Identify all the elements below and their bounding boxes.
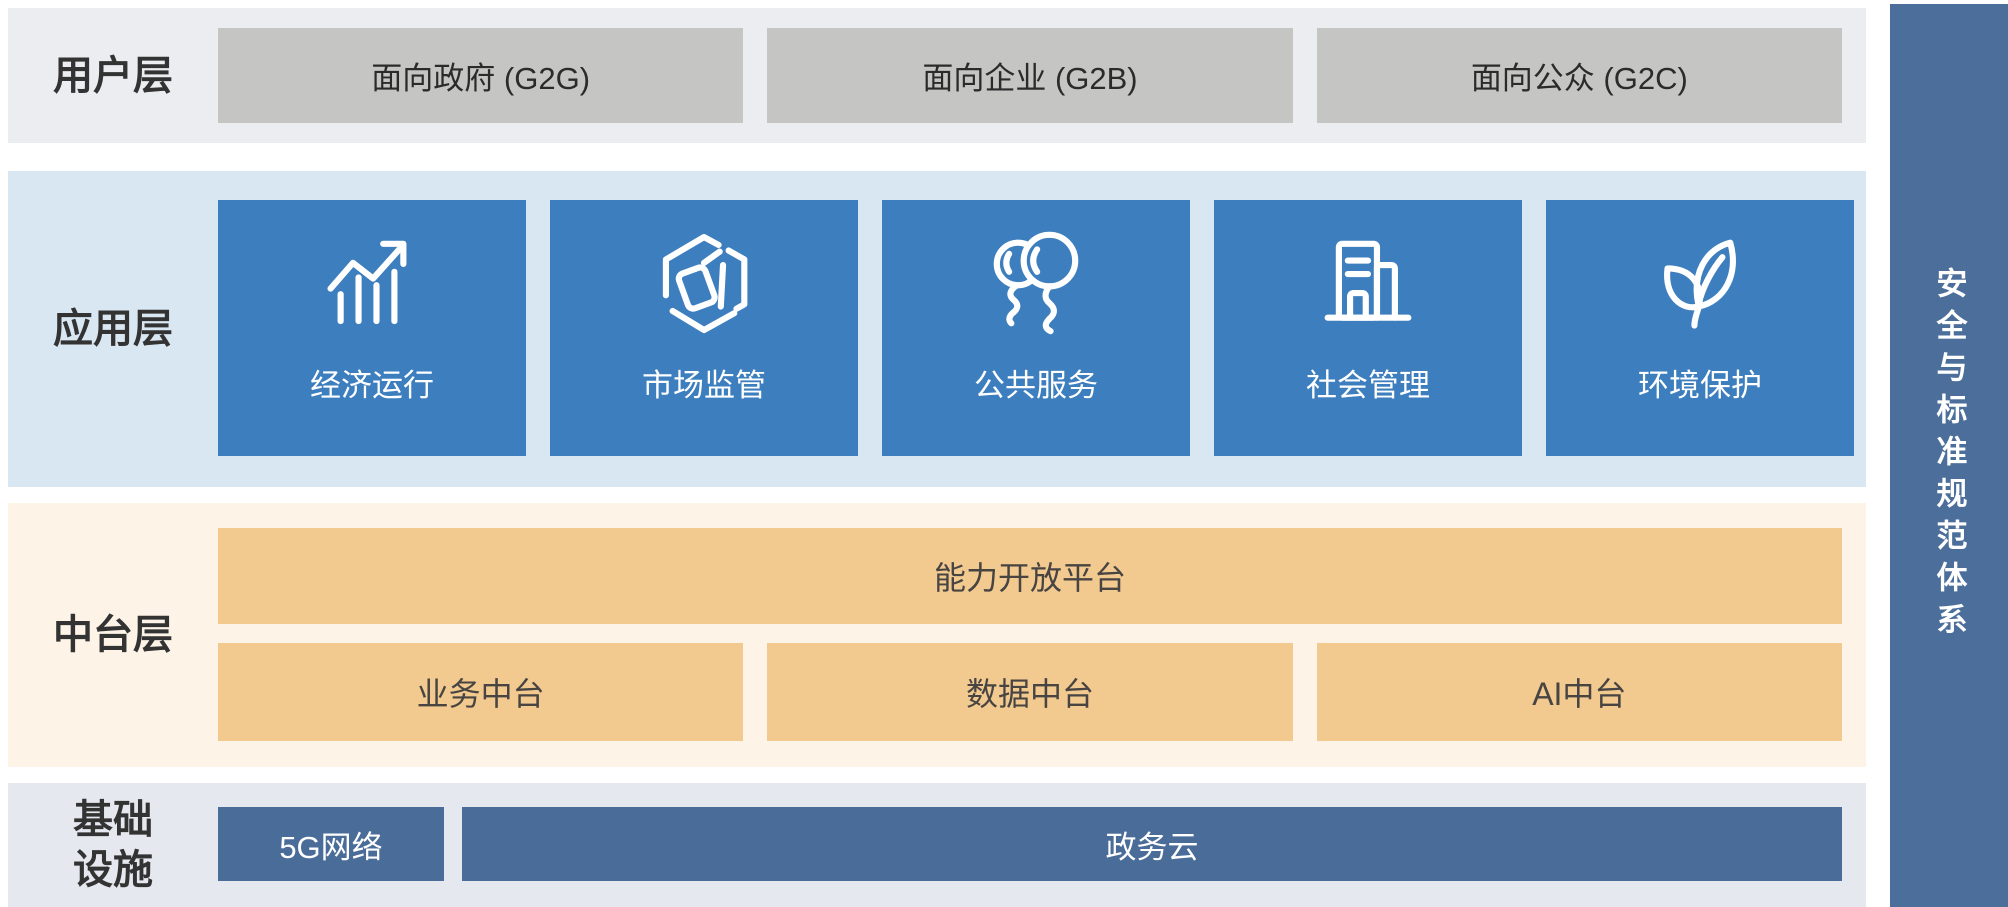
user-layer-label: 用户层	[53, 53, 173, 98]
capability-platform-box: 能力开放平台	[218, 528, 1842, 624]
fiveg-network-box: 5G网络	[218, 807, 444, 881]
infrastructure-layer-band: 基础设施 5G网络 政务云	[8, 783, 1866, 907]
app-card-public-service: 公共服务	[882, 200, 1190, 456]
security-standards-label: 安全与标准规范体系	[1931, 266, 1967, 645]
ai-middle-box: AI中台	[1316, 643, 1842, 741]
app-card-market: 市场监管	[550, 200, 858, 456]
infrastructure-boxes: 5G网络 政务云	[218, 783, 1866, 907]
platform-boxes: 能力开放平台 业务中台 数据中台 AI中台	[218, 503, 1866, 767]
app-card-environment: 环境保护	[1546, 200, 1854, 456]
app-card-label: 经济运行	[310, 368, 434, 403]
user-layer-boxes: 面向政府 (G2G) 面向企业 (G2B) 面向公众 (G2C)	[218, 8, 1866, 143]
user-box-g2c: 面向公众 (G2C)	[1316, 28, 1842, 123]
platform-layer-band: 中台层 能力开放平台 业务中台 数据中台 AI中台	[8, 503, 1866, 767]
data-middle-box: 数据中台	[767, 643, 1293, 741]
app-card-social: 社会管理	[1214, 200, 1522, 456]
app-card-label: 环境保护	[1638, 368, 1762, 403]
leaves-icon	[1644, 224, 1756, 342]
cube-hexagon-icon	[648, 224, 760, 342]
user-box-g2g: 面向政府 (G2G)	[218, 28, 744, 123]
platform-layer-label: 中台层	[53, 613, 173, 657]
app-card-label: 社会管理	[1306, 368, 1430, 403]
user-layer-band: 用户层 面向政府 (G2G) 面向企业 (G2B) 面向公众 (G2C)	[8, 8, 1866, 143]
user-box-g2b: 面向企业 (G2B)	[767, 28, 1293, 123]
application-cards: 经济运行 市场监管	[218, 171, 1866, 487]
security-standards-bar: 安全与标准规范体系	[1890, 4, 2008, 907]
app-card-label: 市场监管	[642, 368, 766, 403]
trend-chart-icon	[316, 224, 428, 342]
application-layer-label: 应用层	[53, 307, 173, 351]
balloons-icon	[980, 224, 1092, 342]
app-card-label: 公共服务	[974, 368, 1098, 403]
business-middle-box: 业务中台	[218, 643, 744, 741]
gov-cloud-box: 政务云	[462, 807, 1842, 881]
app-card-economy: 经济运行	[218, 200, 526, 456]
application-layer-band: 应用层 经济运行	[8, 171, 1866, 487]
infrastructure-layer-label: 基础设施	[73, 798, 153, 892]
buildings-icon	[1312, 224, 1424, 342]
